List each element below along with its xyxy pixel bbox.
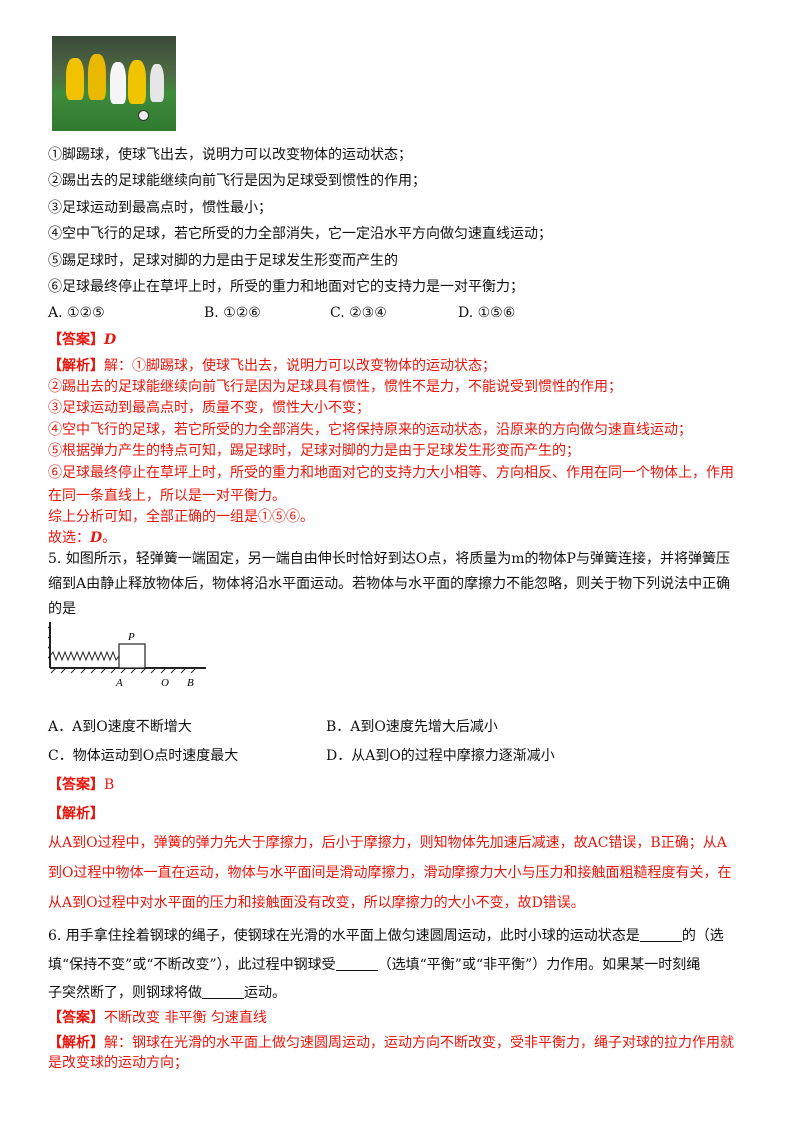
block-p	[118, 643, 146, 669]
fill-blank[interactable]	[335, 956, 378, 971]
q6-stem: 6. 用手拿住拴着钢球的绳子，使钢球在光滑的水平面上做匀速圆周运动，此时小球的运…	[48, 926, 724, 946]
q4-option-c: C. ②③④	[330, 305, 387, 321]
q6-stem-text: 填“保持不变”或“不断改变”），此过程中钢球受	[48, 957, 336, 973]
q6-stem: 填“保持不变”或“不断改变”），此过程中钢球受 （选填“平衡”或“非平衡”）力作用…	[48, 955, 700, 975]
q4-analysis-line: ⑥足球最终停止在草坪上时，所受的重力和地面对它的支持力大小相等、方向相反、作用在…	[48, 465, 734, 481]
label-p: P	[127, 631, 135, 643]
q5-stem: 5. 如图所示，轻弹簧一端固定，另一端自由伸长时恰好到达O点，将质量为m的物体P…	[48, 551, 730, 567]
q4-analysis-line: 综上分析可知，全部正确的一组是①⑤⑥。	[48, 509, 314, 525]
q6-analysis-line: 是改变球的运动方向；	[48, 1055, 188, 1071]
conclusion-prefix: 故选：	[48, 530, 90, 546]
q4-statement: ⑥足球最终停止在草坪上时，所受的重力和地面对它的支持力是一对平衡力；	[48, 279, 524, 295]
q4-statement: ④空中飞行的足球，若它所受的力全部消失，它一定沿水平方向做匀速直线运动；	[48, 226, 552, 242]
q5-stem: 缩到A由静止释放物体后，物体将沿水平面运动。若物体与水平面的摩擦力不能忽略，则关…	[48, 576, 731, 592]
q4-statement: ②踢出去的足球能继续向前飞行是因为足球受到惯性的作用；	[48, 173, 426, 189]
answer-value: 不断改变 非平衡 匀速直线	[104, 1010, 267, 1026]
q5-option-c: C．物体运动到O点时速度最大	[48, 748, 239, 764]
q6-stem-text: 子突然断了，则钢球将做	[48, 985, 202, 1001]
q5-stem: 的是	[48, 601, 76, 617]
q5-analysis-line: 从A到O过程中对水平面的压力和接触面没有改变，所以摩擦力的大小不变，故D错误。	[48, 895, 585, 911]
q6-answer: 【答案】不断改变 非平衡 匀速直线	[48, 1008, 267, 1028]
answer-label: 【答案】	[48, 777, 104, 793]
q4-statement: ⑤踢足球时，足球对脚的力是由于足球发生形变而产生的	[48, 253, 398, 269]
q4-analysis-line: ②踢出去的足球能继续向前飞行是因为足球具有惯性，惯性不是力，不能说受到惯性的作用…	[48, 379, 622, 395]
q6-stem-text: 的（选	[681, 928, 724, 944]
q5-analysis-label: 【解析】	[48, 806, 104, 822]
conclusion-value: D	[90, 530, 103, 546]
answer-value: D	[104, 332, 117, 348]
analysis-text: 解：①脚踢球，使球飞出去，说明力可以改变物体的运动状态；	[104, 358, 496, 374]
spring	[49, 650, 120, 662]
q4-conclusion: 故选：D。	[48, 528, 116, 548]
q4-analysis-line: ③足球运动到最高点时，质量不变，惯性大小不变；	[48, 400, 370, 416]
conclusion-suffix: 。	[102, 530, 117, 546]
q4-analysis-line: 【解析】解：①脚踢球，使球飞出去，说明力可以改变物体的运动状态；	[48, 356, 496, 376]
q6-stem-text: （选填“平衡”或“非平衡”）力作用。如果某一时刻绳	[377, 957, 701, 973]
label-o: O	[161, 677, 169, 689]
q6-stem-text: 运动。	[244, 985, 286, 1001]
q4-answer: 【答案】D	[48, 330, 116, 350]
q6-analysis-line: 【解析】解：钢球在光滑的水平面上做匀速圆周运动，运动方向不断改变，受非平衡力，绳…	[48, 1033, 734, 1053]
answer-label: 【答案】	[48, 1010, 104, 1026]
fill-blank[interactable]	[202, 984, 244, 999]
q5-analysis-line: 从A到O过程中，弹簧的弹力先大于摩擦力，后小于摩擦力，则知物体先加速后减速，故A…	[48, 835, 727, 851]
q5-option-b: B．A到O速度先增大后减小	[326, 719, 498, 735]
spring-diagram: P A O B	[48, 622, 206, 689]
q6-stem-text: 6. 用手拿住拴着钢球的绳子，使钢球在光滑的水平面上做匀速圆周运动，此时小球的运…	[48, 928, 640, 944]
q5-option-d: D．从A到O的过程中摩擦力逐渐减小	[326, 748, 555, 764]
q4-analysis-line: ④空中飞行的足球，若它所受的力全部消失，它将保持原来的运动状态，沿原来的方向做匀…	[48, 422, 692, 438]
answer-value: B	[104, 777, 115, 793]
soccer-photo	[52, 36, 176, 131]
analysis-label: 【解析】	[48, 1035, 104, 1051]
answer-label: 【答案】	[48, 332, 104, 348]
q4-analysis-line: ⑤根据弹力产生的特点可知，踢足球时，足球对脚的力是由于足球发生形变而产生的；	[48, 443, 580, 459]
q4-statement: ③足球运动到最高点时，惯性最小；	[48, 200, 272, 216]
q5-answer: 【答案】B	[48, 775, 114, 795]
q4-statement: ①脚踢球，使球飞出去，说明力可以改变物体的运动状态；	[48, 147, 412, 163]
q4-option-d: D. ①⑤⑥	[458, 305, 516, 321]
analysis-text: 解：钢球在光滑的水平面上做匀速圆周运动，运动方向不断改变，受非平衡力，绳子对球的…	[104, 1035, 734, 1051]
fill-blank[interactable]	[639, 927, 682, 942]
analysis-label: 【解析】	[48, 358, 104, 374]
q6-stem: 子突然断了，则钢球将做 运动。	[48, 983, 286, 1003]
label-a: A	[115, 677, 123, 689]
q5-analysis-line: 到O过程中物体一直在运动，物体与水平面间是滑动摩擦力，滑动摩擦力大小与压力和接触…	[48, 865, 732, 881]
q4-analysis-line: 在同一条直线上，所以是一对平衡力。	[48, 488, 286, 504]
label-b: B	[187, 677, 194, 689]
q4-option-b: B. ①②⑥	[204, 305, 261, 321]
q4-option-a: A. ①②⑤	[48, 305, 105, 321]
q5-option-a: A．A到O速度不断增大	[48, 719, 192, 735]
